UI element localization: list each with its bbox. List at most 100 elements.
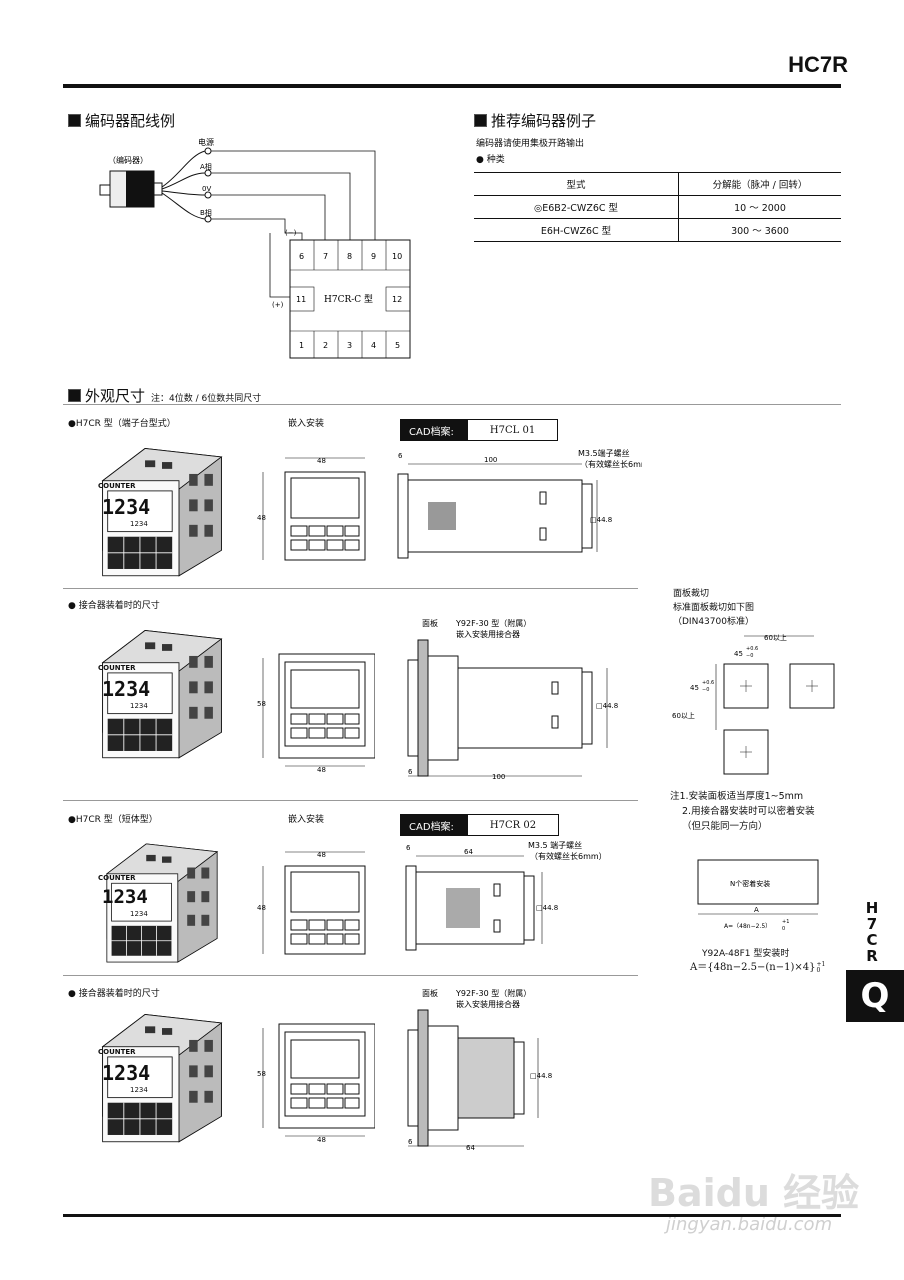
cutout-45v-tol0: −0 [702, 687, 709, 693]
dim-448: □44.8 [530, 1072, 552, 1080]
dim-48: 48 [317, 766, 326, 773]
dim-58: 58 [257, 700, 266, 708]
cutout-45: 45 [734, 650, 743, 658]
recommended-kind: ● 种类 [476, 155, 505, 165]
dim-448: □44.8 [536, 904, 558, 912]
recommended-note: 编码器请使用集极开路输出 [476, 139, 585, 149]
dimensions-rule [63, 404, 841, 405]
adapter-label: Y92F-30 型（附属） [455, 618, 531, 628]
cutout-note2: 2.用接合器安装时可以密着安装 [682, 806, 815, 817]
dim-48: 48 [257, 904, 266, 912]
a-label: A [754, 906, 759, 914]
cad-value: H7CL 01 [489, 424, 536, 436]
dim-100: 100 [492, 773, 505, 781]
section-1-sub: （端子台型式） [112, 419, 176, 429]
device-brand: COUNTER [98, 482, 136, 490]
terminal-2: 2 [323, 341, 328, 350]
device-photo-3: COUNTER 1234 1234 [82, 836, 242, 966]
device-digits: 1234 [102, 886, 148, 908]
a-tol: +1 [782, 919, 789, 925]
table-cell: ◎E6B2-CWZ6C 型 [474, 195, 679, 219]
dim-64: 64 [466, 1144, 475, 1152]
cutout-45-tol: +0.6 [746, 646, 758, 652]
side-view-4: 面板 Y92F-30 型（附属） 嵌入安装用接合器 □44.8 6 64 [407, 988, 552, 1152]
table-cell: 10 ～ 2000 [678, 195, 841, 219]
side-view-1: 6 100 M3.5端子螺丝 （有效螺丝长6mm） □44.8 [397, 448, 642, 559]
dimensions-note: 注：4位数 / 6位数共同尺寸 [151, 394, 262, 404]
front-view-2: 58 48 [257, 653, 375, 773]
mount-label-3: 嵌入安装 [288, 815, 325, 825]
dim-448: □44.8 [596, 702, 618, 710]
dim-48: 48 [317, 457, 326, 465]
front-view-4: 58 48 [257, 1023, 375, 1143]
cutout-line3: （DIN43700标准） [673, 617, 754, 627]
encoder-wiring-title: 编码器配线例 [68, 110, 175, 131]
dim-48: 48 [317, 851, 326, 859]
cad-value: H7CR 02 [489, 819, 537, 831]
close-mount-diagram: N个密着安装 A A=（48n−2.5） +1 0 [697, 859, 819, 932]
device-subdigits: 1234 [130, 1086, 148, 1094]
dim-100: 100 [484, 456, 497, 464]
encoder-wiring-title-text: 编码器配线例 [85, 112, 176, 130]
terminal-3: 3 [347, 341, 352, 350]
recommended-title-text: 推荐编码器例子 [491, 112, 597, 130]
cutout-45-tol0: −0 [746, 653, 753, 659]
section-label-1: ●H7CR 型（端子台型式） [68, 416, 176, 429]
panel-label: 面板 [422, 988, 438, 998]
dim-6: 6 [408, 1138, 413, 1146]
device-subdigits: 1234 [130, 520, 148, 528]
divider [63, 800, 638, 801]
minus-label: (−) [285, 229, 297, 237]
section-1-label: ●H7CR 型 [68, 419, 113, 429]
table-cell: E6H-CWZ6C 型 [474, 218, 679, 242]
side-view-2: 面板 Y92F-30 型（附属） 嵌入安装用接合器 □44.8 6 100 [407, 618, 618, 781]
device-subdigits: 1234 [130, 702, 148, 710]
encoder-label: （编码器） [108, 155, 148, 165]
device-photo-2: COUNTER 1234 1234 [82, 622, 242, 762]
side-tab-h: H [865, 899, 879, 917]
terminal-5: 5 [395, 341, 400, 350]
dim-48: 48 [317, 1136, 326, 1143]
cad-box-1: CAD档案: H7CL 01 [400, 419, 559, 441]
section-square-icon [68, 389, 81, 402]
table-cell: 300 ～ 3600 [678, 218, 841, 242]
terminal-1: 1 [299, 341, 304, 350]
wire-b: B相 [200, 208, 212, 217]
page-title: HC7R [788, 52, 848, 77]
side-tab: H 7 C R [852, 900, 892, 964]
screw-sub-2: （有效螺丝长6mm） [530, 851, 607, 861]
panel-label: 面板 [422, 618, 438, 628]
section-label-2: ● 接合器装着时的尺寸 [68, 601, 160, 611]
device-subdigits: 1234 [130, 910, 148, 918]
section-label-3: ●H7CR 型（短体型） [68, 812, 158, 825]
adapter-sub: 嵌入安装用接合器 [456, 629, 520, 639]
cutout-note3: （但只能同一方向） [682, 821, 768, 832]
terminal-8: 8 [347, 252, 352, 261]
section-label-4: ● 接合器装着时的尺寸 [68, 989, 160, 999]
screw-sub: （有效螺丝长6mm） [580, 459, 642, 469]
section-3-sub: （短体型） [112, 815, 158, 825]
cutout-title: 面板裁切 [673, 589, 710, 599]
dim-6: 6 [408, 768, 413, 776]
dim-48: 48 [257, 514, 266, 522]
device-brand: COUNTER [98, 1048, 136, 1056]
cutout-note1: 注1.安装面板适当厚度1~5mm [670, 791, 804, 802]
y92-formula-text: A＝{48n−2.5−(n−1)×4} [690, 962, 816, 973]
cutout-diagram: 60以上 45 +0.6 −0 45 +0.6 −0 60以上 [672, 633, 835, 775]
screw-label: M3.5端子螺丝 [578, 448, 630, 458]
side-tab-7: 7 [866, 915, 878, 933]
mount-label-1: 嵌入安装 [288, 419, 325, 429]
terminal-4: 4 [371, 341, 376, 350]
divider [63, 975, 638, 976]
adapter-label: Y92F-30 型（附属） [455, 988, 531, 998]
cutout-60-v: 60以上 [672, 711, 695, 720]
device-brand: COUNTER [98, 874, 136, 882]
recommended-title: 推荐编码器例子 [474, 110, 596, 131]
cad-key: CAD档案: [401, 420, 468, 440]
dim-448: □44.8 [590, 516, 612, 524]
watermark-url: jingyan.baidu.com [666, 1214, 833, 1235]
table-row: ◎E6B2-CWZ6C 型 10 ～ 2000 [474, 195, 841, 219]
encoder-wiring-diagram: （编码器） 电源 A相 0V B相 (−) (+) 6 7 8 9 10 11 … [99, 137, 411, 359]
close-mount-box: N个密着安装 [730, 879, 770, 888]
